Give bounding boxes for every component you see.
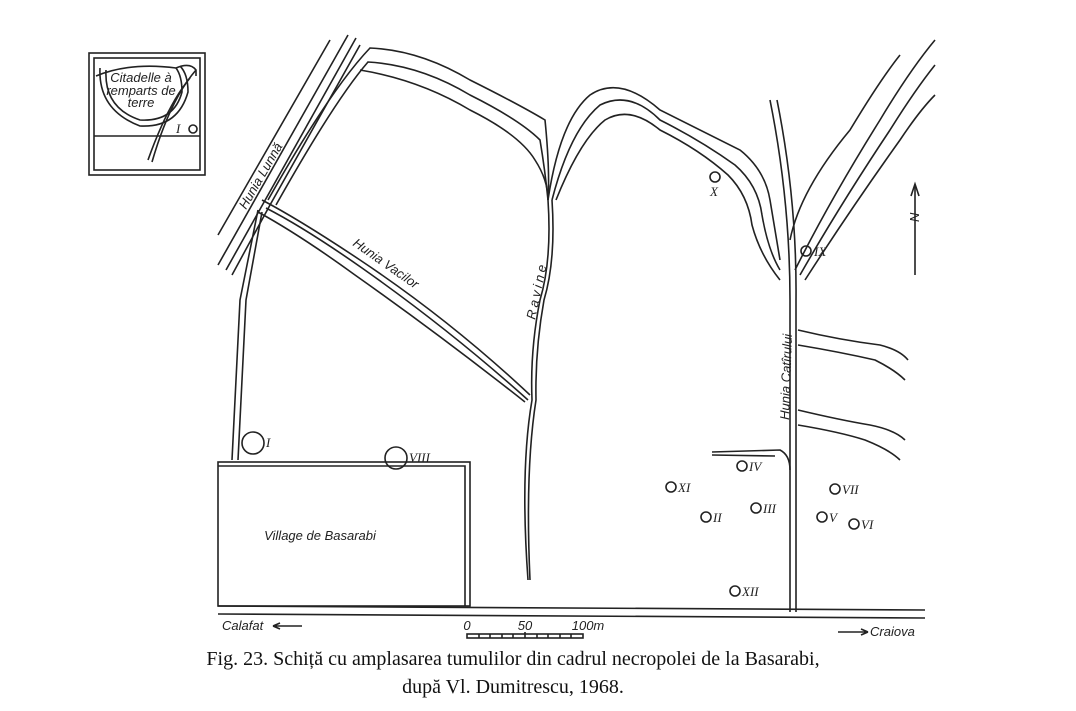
- tumulus-label: III: [762, 501, 777, 516]
- figure-caption-line2: după Vl. Dumitrescu, 1968.: [402, 676, 624, 698]
- tumuli: I VIII X IX IV XI III II VII V VI XII: [241, 171, 874, 599]
- tumulus-label: IV: [748, 459, 763, 474]
- inset-label-line: remparts de: [106, 83, 175, 98]
- tumulus-II: II: [700, 510, 722, 525]
- tumulus-XI: XI: [665, 480, 691, 495]
- stream-label-hunia-catirului: Hunia Catîrului: [777, 333, 795, 421]
- scale-tick-label: 100m: [572, 618, 605, 633]
- tumulus-label: IX: [813, 244, 827, 259]
- village-label: Village de Basarabi: [264, 528, 377, 543]
- tumulus-marker: [188, 124, 198, 134]
- stream-hunia-lunna: [217, 34, 361, 276]
- direction-east-label: Craiova: [870, 624, 915, 639]
- stream-label-hunia-vacilor: Hunia Vacilor: [350, 235, 422, 292]
- inset-label-line: Citadelle à: [110, 70, 171, 85]
- tumulus-label: I: [265, 435, 271, 450]
- ravine-system: [267, 47, 781, 581]
- tumulus-IX: IX: [800, 244, 827, 259]
- tumulus-I: I: [241, 431, 271, 455]
- stream-hunia-vacilor: [257, 199, 531, 403]
- inset-map: Citadelle à remparts de terre I: [88, 52, 206, 176]
- tumulus-X: X: [709, 171, 721, 199]
- stream-hunia-catirului: [711, 39, 936, 612]
- tumulus-label: XI: [677, 480, 691, 495]
- tumulus-label: VII: [842, 482, 859, 497]
- scale-bar: 0 50 100m: [463, 618, 605, 639]
- tumulus-VII: VII: [829, 482, 859, 497]
- tumulus-label: VI: [861, 517, 874, 532]
- tumulus-VIII: VIII: [384, 446, 431, 470]
- tumulus-label: XII: [741, 584, 759, 599]
- tumulus-VI: VI: [848, 517, 874, 532]
- inset-tumulus-label: I: [175, 121, 181, 136]
- tumulus-XII: XII: [729, 584, 759, 599]
- north-arrow: N: [907, 181, 922, 275]
- tumulus-label: X: [709, 184, 719, 199]
- tumulus-V: V: [816, 510, 839, 525]
- arrow-left-icon: [272, 622, 302, 630]
- inset-label-line: terre: [128, 95, 155, 110]
- tumulus-label: II: [712, 510, 722, 525]
- scale-tick-label: 50: [518, 618, 533, 633]
- tumulus-IV: IV: [736, 459, 763, 474]
- arrow-right-icon: [838, 628, 869, 636]
- north-label: N: [907, 212, 922, 222]
- figure-caption-line1: Fig. 23. Schiță cu amplasarea tumulilor …: [206, 648, 820, 670]
- scale-tick-label: 0: [463, 618, 471, 633]
- tumulus-label: VIII: [409, 450, 431, 465]
- tumulus-III: III: [750, 501, 777, 516]
- direction-west-label: Calafat: [222, 618, 265, 633]
- village-and-roads: Village de Basarabi: [217, 209, 926, 619]
- tumulus-label: V: [829, 510, 839, 525]
